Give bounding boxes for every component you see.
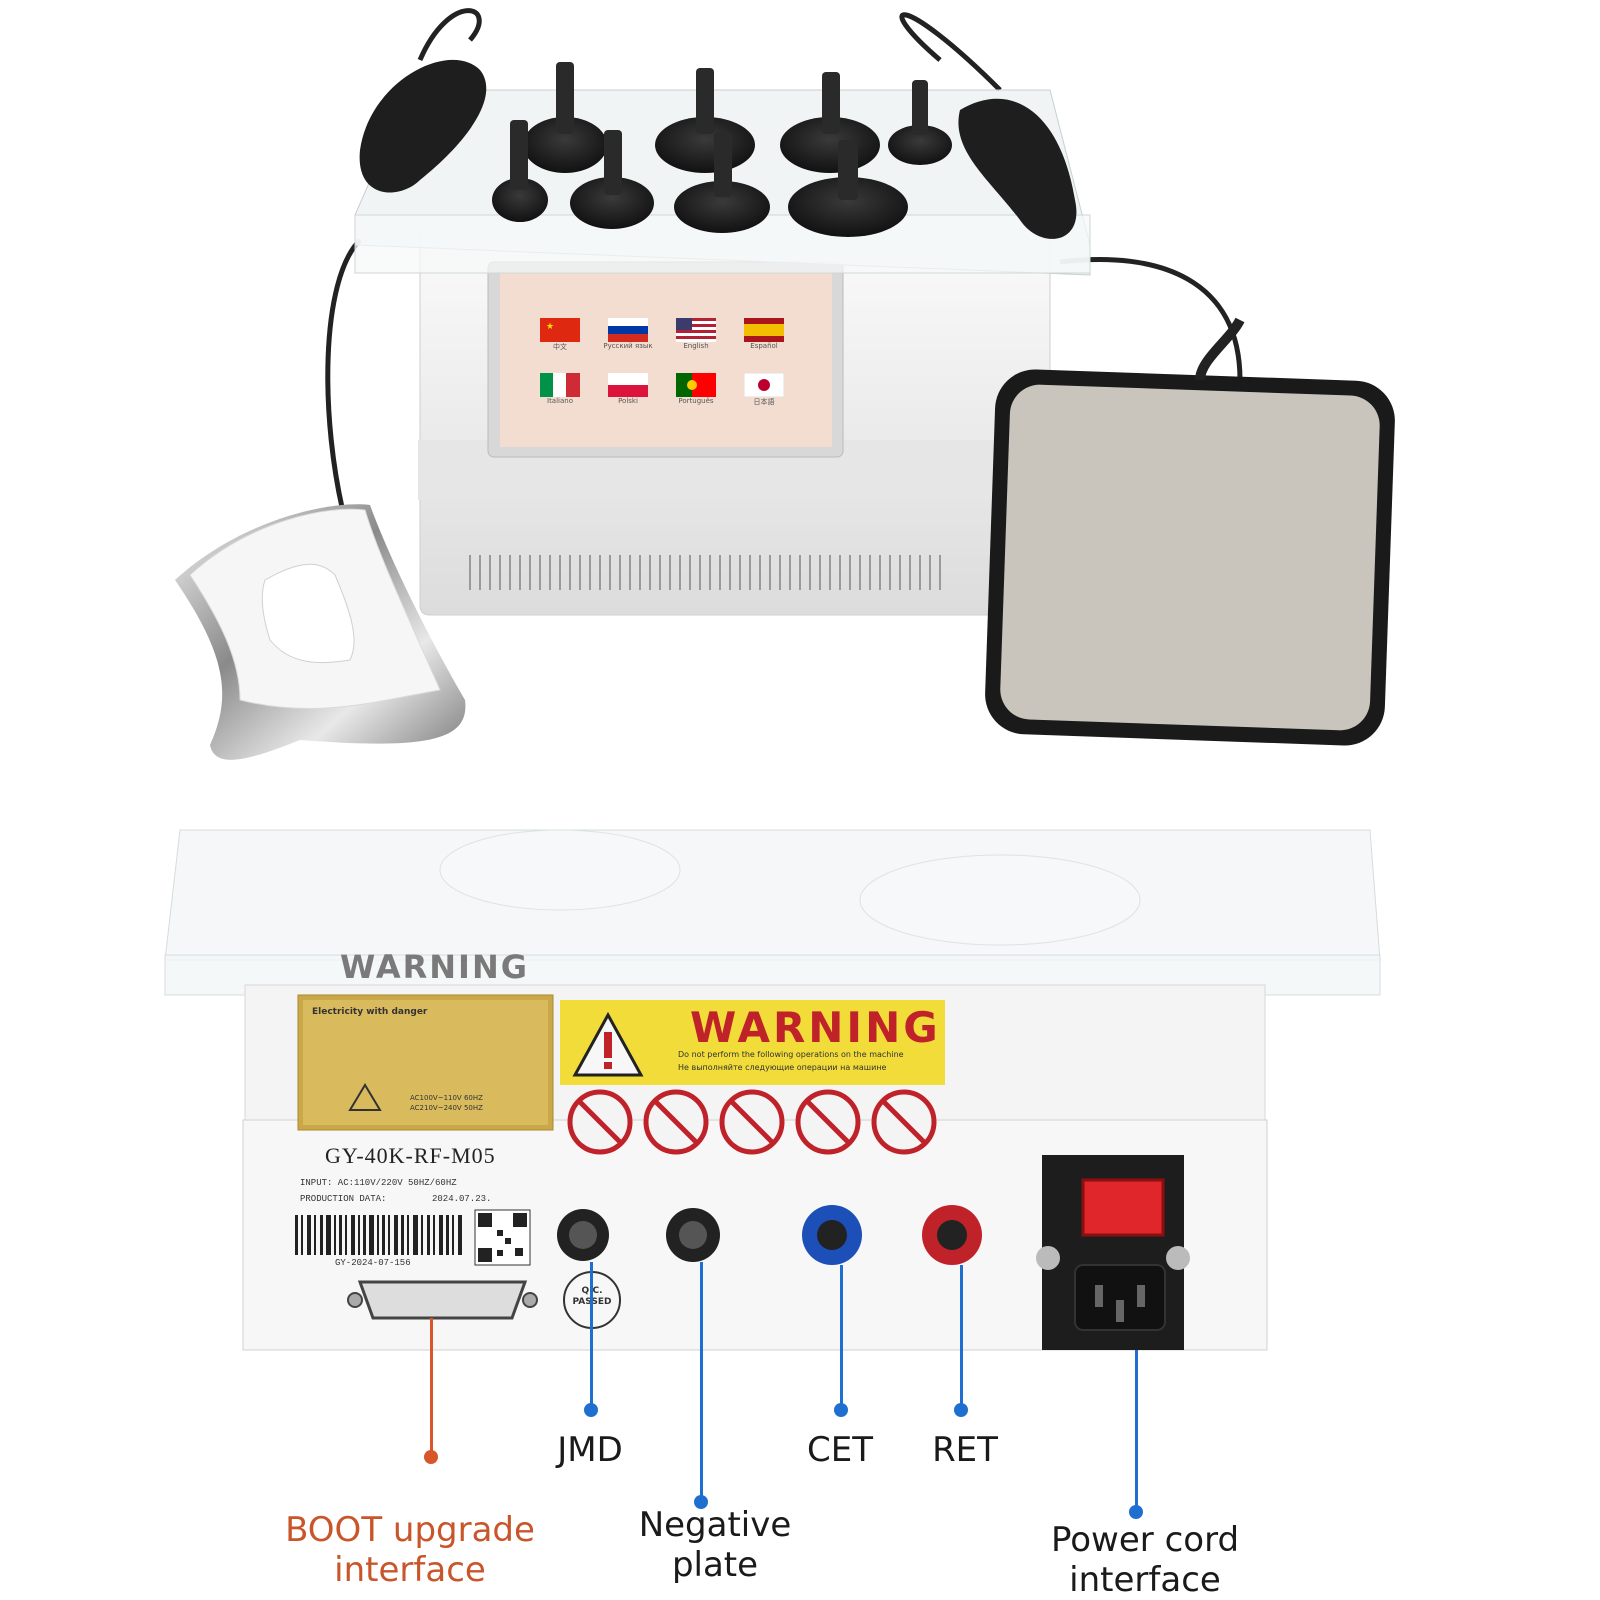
jmd-callout-line [590,1262,593,1407]
boot-callout-line1: BOOT upgrade [285,1510,535,1550]
language-grid: ★ 中文 Русский язык English Español Italia… [520,318,820,428]
product-photo-back [164,829,1381,1351]
negative-plate-callout: Negative plate [630,1505,800,1585]
language-label: Italiano [547,397,573,405]
poland-flag-icon [608,373,648,397]
spain-flag-icon [744,318,784,342]
svg-text:★: ★ [546,321,554,331]
touch-screen: ★ 中文 Русский язык English Español Italia… [520,318,820,428]
negative-callout-line2: plate [671,1545,759,1585]
negative-callout-line1: Negative [638,1505,792,1545]
negative-callout-dot [694,1495,708,1509]
power-callout-dot [1129,1505,1143,1519]
boot-callout-dot [424,1450,438,1464]
power-cord-callout: Power cord interface [1045,1520,1245,1600]
production-date: 2024.07.23. [432,1194,492,1204]
warning-top-banner: WARNING [340,948,529,986]
cet-callout: CET [807,1430,873,1470]
language-option[interactable]: Italiano [530,373,590,405]
language-label: Русский язык [603,342,653,350]
sticker-voltage-1: AC100V~110V 60HZ [410,1094,483,1102]
language-option[interactable]: Español [734,318,794,350]
negative-callout-line [700,1262,703,1497]
ret-callout: RET [932,1430,998,1470]
language-label: English [683,342,709,350]
cet-callout-line [840,1265,843,1408]
serial-number: GY-2024-07-156 [335,1258,411,1268]
language-label: 日本語 [753,398,775,406]
language-label: Português [678,397,714,405]
china-flag-icon: ★ [540,318,580,342]
japan-flag-icon [744,373,784,397]
jmd-callout-dot [584,1403,598,1417]
model-label: GY-40K-RF-M05 [325,1143,496,1168]
power-callout-line [1135,1350,1138,1510]
boot-callout-line2: interface [334,1550,486,1590]
language-option[interactable]: ★ 中文 [530,318,590,352]
language-label: Polski [618,397,638,405]
input-label: INPUT: AC:110V/220V 50HZ/60HZ [300,1178,457,1188]
sticker-title: Electricity with danger [312,1007,428,1017]
language-option[interactable]: Português [666,373,726,405]
russia-flag-icon [608,318,648,342]
warning-line-ru: Не выполняйте следующие операции на маши… [678,1063,887,1072]
language-label: Español [750,342,778,350]
usa-flag-icon [676,318,716,342]
boot-upgrade-callout: BOOT upgrade interface [270,1510,550,1590]
portugal-flag-icon [676,373,716,397]
cet-callout-dot [834,1403,848,1417]
ret-callout-dot [954,1403,968,1417]
language-option[interactable]: Русский язык [598,318,658,350]
power-callout-line2: interface [1069,1560,1221,1600]
language-option[interactable]: 日本語 [734,373,794,407]
production-date-label: PRODUCTION DATA: [300,1194,387,1204]
italy-flag-icon [540,373,580,397]
language-option[interactable]: Polski [598,373,658,405]
language-option[interactable]: English [666,318,726,350]
sticker-voltage-2: AC210V~240V 50HZ [410,1104,483,1112]
jmd-callout: JMD [557,1430,623,1470]
warning-title: WARNING [690,1003,941,1052]
power-callout-line1: Power cord [1050,1520,1240,1560]
ret-callout-line [960,1265,963,1408]
language-label: 中文 [553,343,567,351]
boot-callout-line [430,1318,433,1455]
warning-line-en: Do not perform the following operations … [678,1050,904,1059]
